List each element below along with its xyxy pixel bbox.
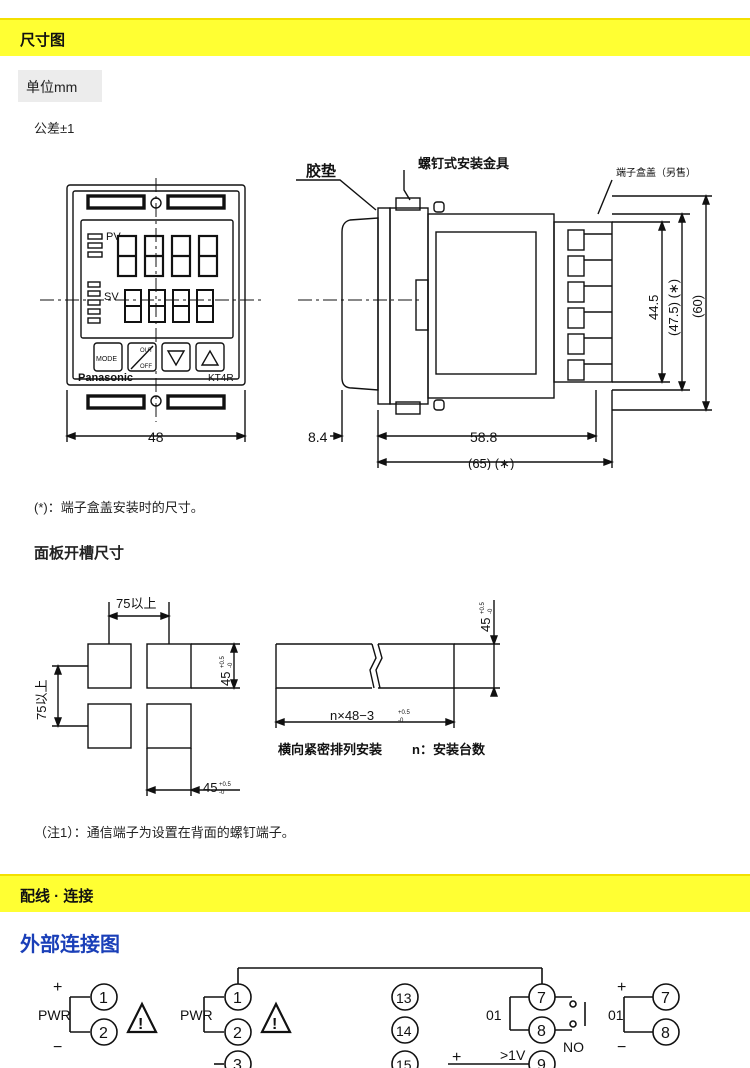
section-header-dimensions: 尺寸图: [0, 18, 750, 56]
unit-label: 单位mm: [18, 70, 102, 102]
section-header-wiring: 配线 · 连接: [0, 874, 750, 912]
wiring-heading: 外部连接图: [20, 934, 120, 956]
terminal-3: 3: [233, 1057, 242, 1068]
dim-75-top: 75以上: [116, 596, 156, 611]
dim-45-right-tol0: -0: [228, 662, 234, 668]
gasket-label: 胶垫: [306, 162, 336, 180]
minus-1: −: [53, 1039, 62, 1056]
dimension-drawing: PV SV Panasonic KT4R MODE OUT OFF 48 胶垫 …: [40, 156, 712, 470]
no-label: NO: [563, 1039, 584, 1055]
note-1: （注1）：通信端子为设置在背面的螺钉端子。: [34, 825, 295, 840]
dim-row-width: n×48−3: [330, 708, 374, 723]
dim-45-bottom-tol: +0.5: [219, 782, 232, 788]
up-button: [195, 342, 225, 372]
out-label: OUT: [140, 348, 153, 354]
dim-h2: (47.5) (∗): [666, 279, 681, 336]
cutout-heading: 面板开槽尺寸: [34, 545, 125, 562]
output-01-label: 01: [486, 1007, 502, 1023]
off-label: OFF: [140, 364, 152, 370]
dim-75-left: 75以上: [34, 680, 49, 720]
dim-panel: 8.4: [308, 429, 328, 445]
dim-45-right: 45: [218, 672, 233, 686]
dim-total: (65) (∗): [468, 456, 514, 470]
front-width-dim: 48: [148, 429, 164, 445]
minus-3: −: [617, 1039, 626, 1056]
dim-45-right-tol: +0.5: [220, 655, 226, 668]
panel-cutout-drawing: 75以上 75以上 45 +0.5 -0 45 +0.5 -0 45 +0.5 …: [34, 596, 500, 796]
terminal-2a: 2: [99, 1025, 108, 1042]
down-button: [161, 342, 191, 372]
brand-text: Panasonic: [78, 372, 133, 384]
wiring-diagram: + − PWR 1 2 ! PWR 1 2 3 ! 13 14 15 01 7 …: [38, 967, 680, 1068]
bracket-label: 螺钉式安装金具: [418, 156, 509, 171]
terminal-1b: 1: [233, 990, 242, 1007]
side-body-inner: [435, 231, 537, 375]
terminal-cover-label: 端子盒盖（另售）: [616, 166, 696, 179]
display-window: [80, 219, 234, 339]
section-title: 尺寸图: [20, 32, 66, 49]
mode-button: [93, 342, 123, 372]
plus-3: +: [617, 979, 626, 996]
dim-45-bottom-tol0: -0: [219, 790, 225, 796]
dim-45-row-tol0: -0: [488, 608, 494, 614]
star-note: (*)：端子盒盖安装时的尺寸。: [34, 500, 204, 515]
tolerance-text: 公差±1: [34, 121, 75, 136]
n-caption: n：安装台数: [412, 742, 486, 757]
terminal-7: 7: [537, 990, 546, 1007]
terminal-2b: 2: [233, 1025, 242, 1042]
terminal-8b: 8: [661, 1025, 670, 1042]
warning-icon-2: !: [272, 1016, 277, 1033]
terminal-1a: 1: [99, 990, 108, 1007]
terminal-7b: 7: [661, 990, 670, 1007]
dim-h1: 44.5: [646, 295, 661, 320]
dim-45-row: 45: [478, 618, 493, 632]
dim-h3: (60): [690, 295, 705, 318]
dim-45-bottom: 45: [203, 780, 217, 795]
terminal-8: 8: [537, 1023, 546, 1040]
dim-row-width-tol: +0.5: [398, 710, 411, 716]
terminal-14: 14: [396, 1023, 412, 1039]
row-caption: 横向紧密排列安装: [278, 742, 382, 757]
plus-2: +: [452, 1049, 461, 1066]
terminal-15: 15: [396, 1057, 412, 1068]
mode-label: MODE: [96, 356, 117, 363]
output-01-label-2: 01: [608, 1007, 624, 1023]
gt1v-label: >1V: [500, 1047, 526, 1063]
warning-icon-1: !: [138, 1016, 143, 1033]
terminal-block: [553, 221, 613, 383]
sv-tag: SV: [104, 291, 119, 303]
gasket-body: [341, 217, 379, 391]
dim-depth: 58.8: [470, 429, 497, 445]
section-title: 配线 · 连接: [20, 888, 94, 905]
dim-row-width-tol0: -0: [398, 718, 404, 724]
terminal-9: 9: [537, 1057, 546, 1068]
dim-45-row-tol: +0.5: [480, 601, 486, 614]
pv-tag: PV: [106, 231, 121, 243]
pwr-2: PWR: [180, 1007, 213, 1023]
pwr-1: PWR: [38, 1007, 71, 1023]
terminal-13: 13: [396, 990, 412, 1006]
plus-1: +: [53, 979, 62, 996]
model-text: KT4R: [208, 373, 234, 384]
